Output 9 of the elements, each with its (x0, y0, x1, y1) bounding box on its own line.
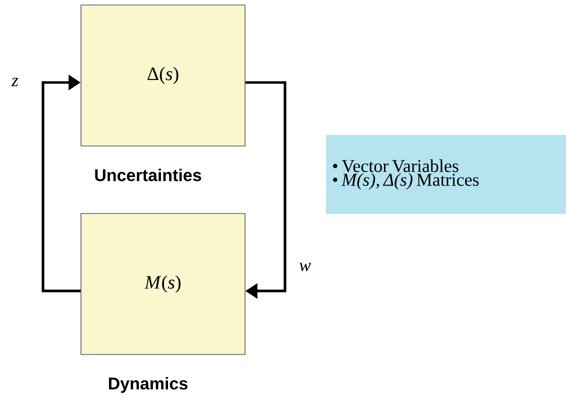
box-caption: Uncertainties (95, 168, 202, 182)
edge-label: w (298, 262, 312, 272)
block-box: Δ(s) (80, 4, 246, 146)
note-box: • Vector Variables • M(s), Δ(s) Matrices (326, 135, 566, 214)
box-caption: Dynamics (109, 377, 188, 393)
block-box: M(s) (80, 213, 246, 355)
arrow (42, 74, 81, 292)
edge-label: z (10, 76, 20, 88)
arrow (245, 81, 286, 299)
